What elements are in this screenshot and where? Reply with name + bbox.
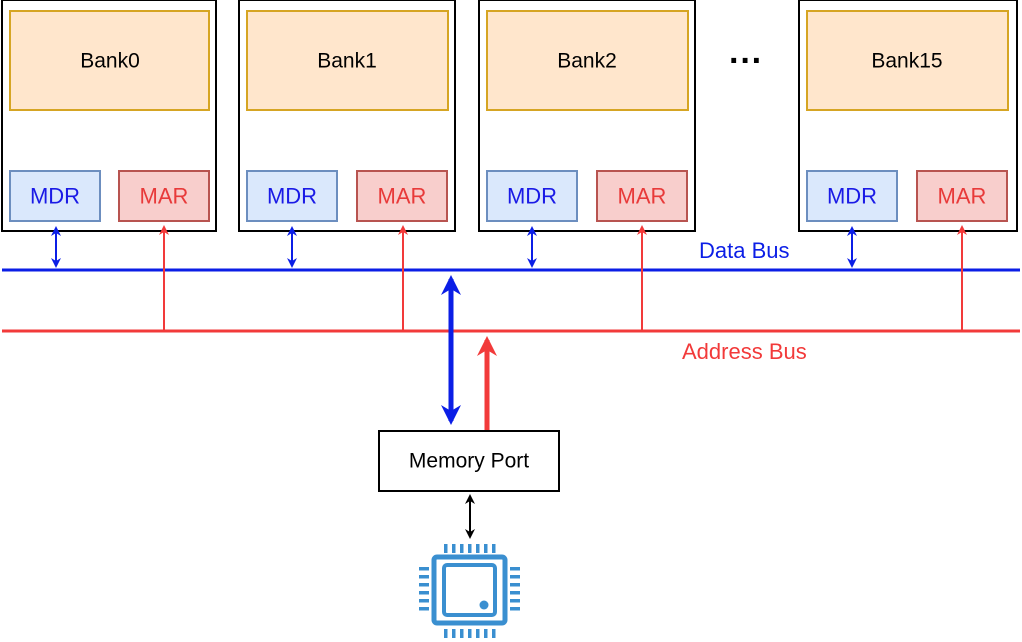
mdr-register-2 — [486, 170, 578, 222]
bank-module-0: Bank0 MDR MAR — [1, 0, 217, 232]
address-bus-label: Address Bus — [682, 339, 807, 364]
bank-storage-15 — [806, 10, 1009, 111]
bank-storage-2 — [486, 10, 689, 111]
mar-label-1: MAR — [378, 184, 427, 209]
mdr-label-2: MDR — [507, 184, 557, 209]
mdr-label-1: MDR — [267, 184, 317, 209]
mdr-register-15 — [806, 170, 898, 222]
cpu-chip-icon — [419, 544, 520, 638]
memory-port-label: Memory Port — [409, 450, 529, 473]
mar-label-0: MAR — [140, 184, 189, 209]
data-bus-label: Data Bus — [699, 238, 790, 263]
bank-module-1: Bank1 MDR MAR — [238, 0, 456, 232]
bank-label-0: Bank0 — [80, 50, 140, 73]
mdr-register-0 — [9, 170, 101, 222]
bank-storage-0 — [9, 10, 210, 111]
mar-label-15: MAR — [938, 184, 987, 209]
bank-label-15: Bank15 — [871, 50, 942, 73]
ellipsis-marker: ··· — [729, 42, 763, 80]
mar-register-2 — [596, 170, 688, 222]
bank-label-1: Bank1 — [317, 50, 377, 73]
mdr-label-0: MDR — [30, 184, 80, 209]
memory-port-box — [378, 430, 560, 492]
bank-storage-1 — [246, 10, 449, 111]
bank-module-2: Bank2 MDR MAR — [478, 0, 696, 232]
mar-register-1 — [356, 170, 448, 222]
mar-register-15 — [916, 170, 1008, 222]
bank-label-2: Bank2 — [557, 50, 617, 73]
mar-register-0 — [118, 170, 210, 222]
mdr-label-15: MDR — [827, 184, 877, 209]
bank-module-15: Bank15 MDR MAR — [798, 0, 1018, 232]
mar-label-2: MAR — [618, 184, 667, 209]
mdr-register-1 — [246, 170, 338, 222]
